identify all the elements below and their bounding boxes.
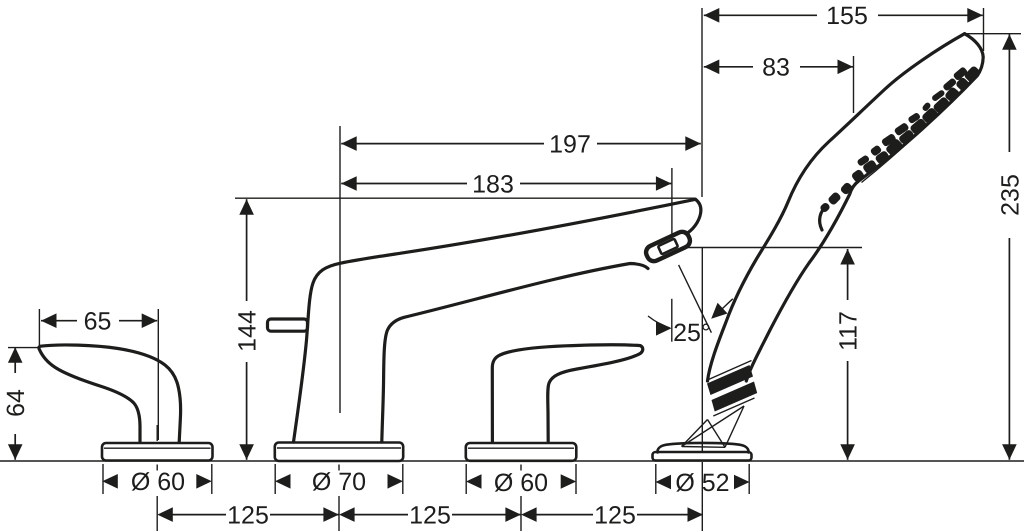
svg-text:183: 183 — [472, 171, 514, 199]
svg-text:155: 155 — [826, 2, 868, 30]
svg-text:235: 235 — [996, 174, 1024, 216]
svg-text:Ø 60: Ø 60 — [131, 468, 185, 496]
svg-text:117: 117 — [835, 311, 863, 351]
svg-text:83: 83 — [762, 54, 790, 82]
svg-text:25°: 25° — [673, 319, 711, 347]
svg-text:125: 125 — [594, 502, 636, 530]
svg-text:64: 64 — [2, 389, 30, 417]
svg-text:197: 197 — [549, 131, 591, 159]
svg-text:Ø 70: Ø 70 — [312, 468, 366, 496]
svg-text:125: 125 — [409, 502, 451, 530]
svg-text:125: 125 — [227, 502, 269, 530]
svg-text:Ø 52: Ø 52 — [675, 469, 729, 497]
svg-text:Ø 60: Ø 60 — [494, 469, 548, 497]
svg-text:144: 144 — [234, 310, 262, 352]
svg-text:65: 65 — [84, 308, 112, 336]
